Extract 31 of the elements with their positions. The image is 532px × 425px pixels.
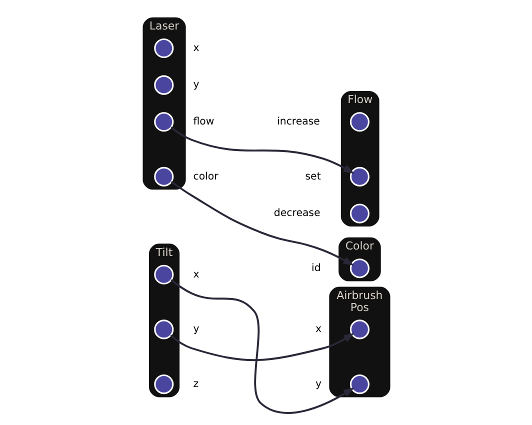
- node-label: x: [192, 42, 199, 54]
- node-circle: [154, 264, 174, 284]
- node-circle: [154, 112, 174, 132]
- node-label: decrease: [273, 208, 320, 220]
- cluster: Tilt: [148, 244, 180, 398]
- node-label: set: [304, 171, 320, 182]
- cluster: Color: [338, 237, 380, 282]
- node-label: flow: [192, 116, 214, 128]
- node-circle: [154, 374, 174, 394]
- arrow: [170, 180, 354, 266]
- node-label: y: [314, 378, 321, 390]
- cluster: Laser: [142, 17, 186, 190]
- node-label: increase: [276, 116, 320, 128]
- node-label: id: [311, 263, 320, 274]
- node-circle: [154, 166, 174, 186]
- node-label: x: [314, 324, 321, 336]
- node-circle: [349, 112, 369, 132]
- node-circle: [349, 166, 369, 186]
- arrow: [170, 126, 354, 174]
- node-label: z: [192, 378, 198, 390]
- node-circle: [349, 258, 369, 278]
- node-circle: [154, 320, 174, 340]
- node-circle: [154, 75, 174, 95]
- node-circle: [349, 374, 369, 394]
- node-label: x: [192, 269, 199, 280]
- node-label: y: [192, 324, 199, 336]
- node-label: y: [192, 80, 199, 91]
- node-circle: [154, 38, 174, 58]
- node-label: color: [192, 171, 218, 182]
- node-circle: [349, 320, 369, 340]
- node-circle: [349, 204, 369, 224]
